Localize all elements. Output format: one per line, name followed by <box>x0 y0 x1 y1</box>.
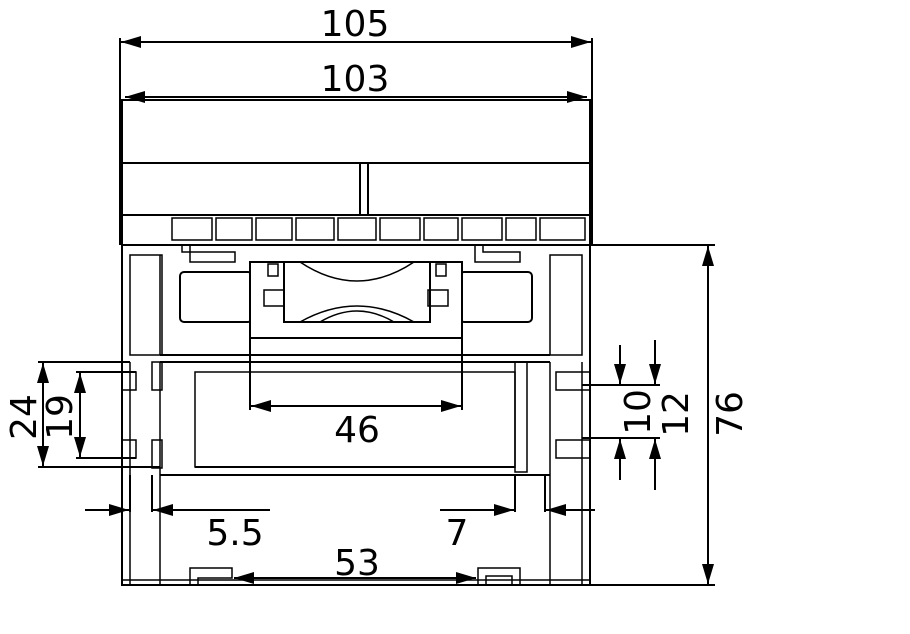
dim-gap-7: 7 <box>446 513 469 554</box>
dim-gap-5-5: 5.5 <box>206 513 263 554</box>
dim-inner-width: 103 <box>321 59 390 100</box>
dim-center-width: 46 <box>334 410 380 451</box>
dim-overall-height: 76 <box>710 391 751 437</box>
dim-bottom-width: 53 <box>334 543 380 584</box>
dim-left-outer: 24 <box>4 394 45 440</box>
dim-right-12: 12 <box>656 391 697 437</box>
dim-right-10: 10 <box>618 389 659 435</box>
main-frame-body <box>121 244 591 586</box>
central-gasket-unit <box>179 261 533 339</box>
dimension-lines <box>37 36 715 586</box>
top-cover-strip <box>121 99 591 246</box>
dim-left-inner: 19 <box>40 394 81 440</box>
dim-overall-width: 105 <box>321 4 390 45</box>
